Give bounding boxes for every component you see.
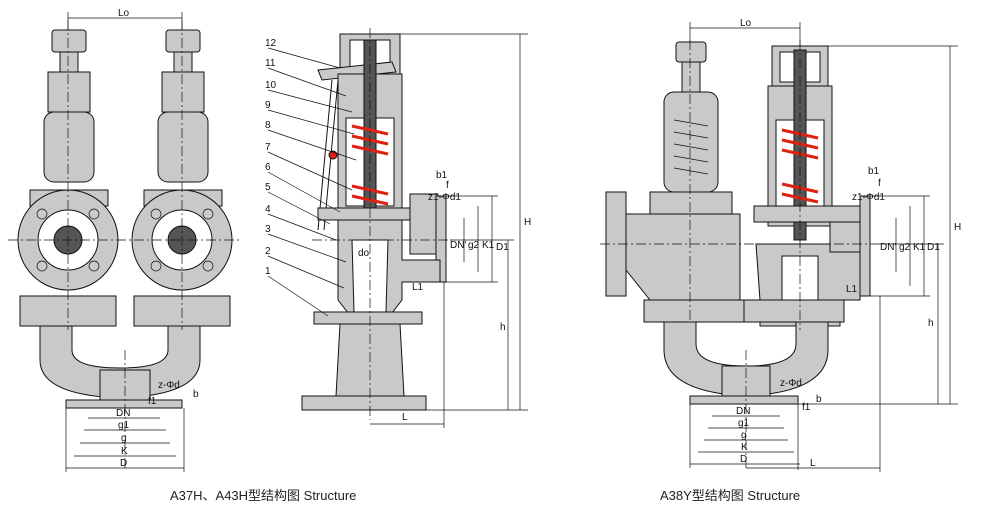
dim-d1-right: D1 — [927, 242, 940, 253]
dim-g1-left: g1 — [118, 420, 130, 431]
part-label-8: 8 — [265, 120, 271, 131]
dim-g-right: g — [741, 430, 747, 441]
dim-d-left: D — [120, 458, 127, 469]
dim-d-right: D — [740, 454, 747, 465]
dim-h-lower-left: h — [500, 322, 506, 333]
dim-lo-right: Lo — [740, 18, 752, 29]
left-section-view: H h D1 K1 g2 DN' z1-Φd1 b1 f L1 do L — [265, 28, 531, 428]
dim-b1-right: b1 — [868, 166, 880, 177]
caption-left: A37H、A43H型结构图 Structure — [170, 488, 356, 503]
dim-do-left: do — [358, 248, 370, 259]
dim-z1d1-left: z1-Φd1 — [428, 192, 461, 203]
dim-l1-right: L1 — [846, 284, 858, 295]
caption-right: A38Y型结构图 Structure — [660, 488, 800, 503]
dim-zd-left: z-Φd — [158, 380, 180, 391]
dim-d1-left: D1 — [496, 242, 509, 253]
dim-k1-right: K1 — [913, 242, 926, 253]
part-label-2: 2 — [265, 246, 271, 257]
dim-zd-right: z-Φd — [780, 378, 802, 389]
dim-b-left: b — [193, 389, 199, 400]
dim-dnp-right: DN' — [880, 242, 896, 253]
dim-g-left: g — [121, 433, 127, 444]
part-label-1: 1 — [265, 266, 271, 277]
dim-dn-left: DN — [116, 408, 130, 419]
dim-k1-left: K1 — [482, 240, 495, 251]
part-label-9: 9 — [265, 100, 271, 111]
dim-h-upper-right: H — [954, 222, 961, 233]
dim-b-right: b — [816, 394, 822, 405]
dim-g2-right: g2 — [899, 242, 911, 253]
dim-b1-left: b1 — [436, 170, 448, 181]
part-label-10: 10 — [265, 80, 277, 91]
part-label-5: 5 — [265, 182, 271, 193]
dim-g2-left: g2 — [468, 240, 480, 251]
dim-f-left: f — [446, 180, 449, 191]
dim-l-left: L — [402, 412, 408, 423]
part-label-11: 11 — [265, 58, 276, 69]
dim-lo: Lo — [118, 8, 130, 19]
dim-z1d1-right: z1-Φd1 — [852, 192, 885, 203]
dim-f-right: f — [878, 178, 881, 189]
dim-g1-right: g1 — [738, 418, 750, 429]
dim-dn-right: DN — [736, 406, 750, 417]
part-label-7: 7 — [265, 142, 271, 153]
dim-f1-right: f1 — [802, 402, 811, 413]
part-label-3: 3 — [265, 224, 271, 235]
dim-k-right: K — [741, 442, 748, 453]
dim-h-lower-right: h — [928, 318, 934, 329]
part-label-12: 12 — [265, 38, 277, 49]
part-label-6: 6 — [265, 162, 271, 173]
part-label-4: 4 — [265, 204, 271, 215]
dim-f1-left: f1 — [148, 396, 157, 407]
dim-h-upper-left: H — [524, 217, 531, 228]
right-view: Lo H — [600, 18, 961, 472]
dim-l1-left: L1 — [412, 282, 424, 293]
dim-l-right: L — [810, 458, 816, 469]
dim-k-left: K — [121, 446, 128, 457]
left-front-view: Lo — [8, 8, 240, 472]
dim-dnp-left: DN' — [450, 240, 466, 251]
